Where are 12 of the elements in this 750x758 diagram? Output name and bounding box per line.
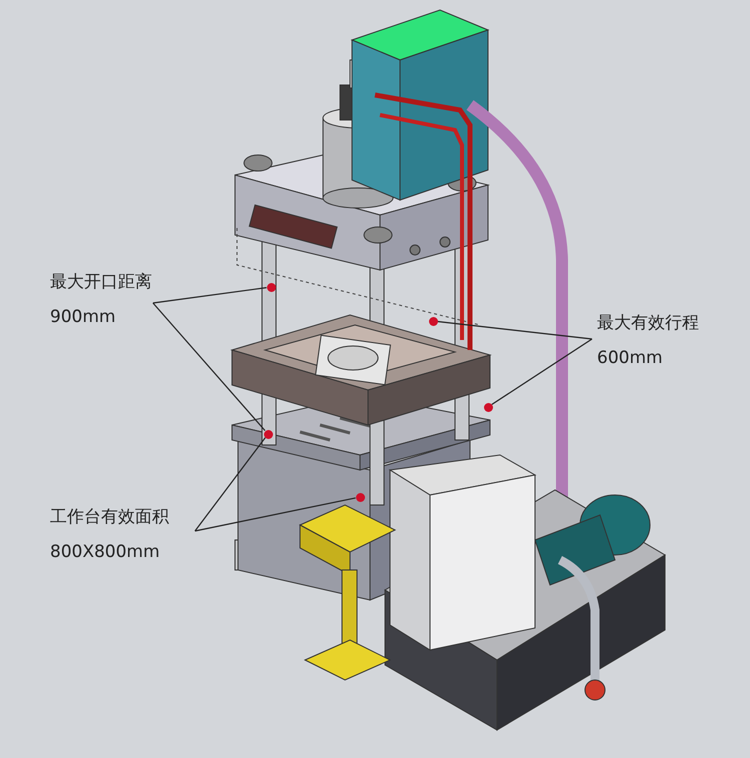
leader-line: [194, 437, 266, 532]
leader-line: [437, 320, 592, 340]
dimension-value: 800X800mm: [50, 542, 161, 562]
leader-line: [491, 338, 592, 406]
dimension-label: 工作台有效面积: [50, 507, 170, 527]
dimension-label: 最大开口距离: [50, 272, 153, 292]
dimension-value: 900mm: [50, 307, 117, 327]
dimension-value: 600mm: [597, 348, 664, 368]
leader-line: [152, 302, 266, 432]
dimension-label: 最大有效行程: [597, 313, 700, 333]
leader-line: [194, 497, 356, 532]
leader-line: [152, 287, 267, 304]
